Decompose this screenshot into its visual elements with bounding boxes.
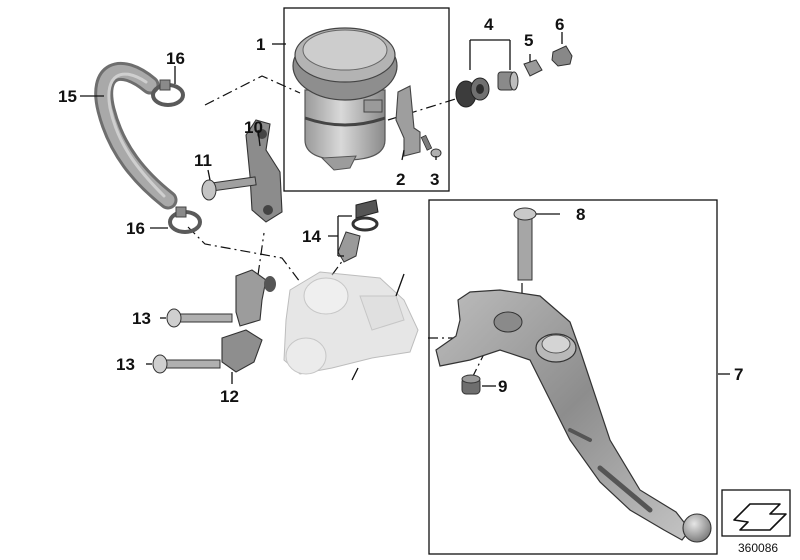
centerline-valve-14	[331, 255, 347, 276]
nut-part	[523, 59, 543, 77]
callout-2: 2	[396, 170, 405, 189]
handlebar-clamp-part	[221, 269, 276, 373]
callout-9: 9	[498, 377, 507, 396]
callout-11: 11	[194, 151, 212, 170]
callout-15: 15	[58, 87, 77, 106]
centerline-reservoir-to-grommet	[387, 96, 463, 121]
end-cap-part	[551, 45, 573, 67]
master-cylinder-body	[283, 271, 419, 375]
hose-part	[94, 61, 178, 210]
callout-5: 5	[524, 31, 533, 50]
callout-16-lower: 16	[126, 219, 145, 238]
callout-3: 3	[430, 170, 439, 189]
callout-16-upper: 16	[166, 49, 185, 68]
centerline-clamp-bracket	[257, 232, 265, 276]
clamp-bolt-lower	[152, 354, 221, 374]
lever-group-box	[428, 199, 718, 555]
body-leader-bottom	[351, 367, 359, 381]
leader-lines	[80, 32, 730, 387]
reservoir-group-box	[283, 7, 450, 192]
callout-13-lower: 13	[116, 355, 135, 374]
callout-1: 1	[256, 35, 265, 54]
plate-bolt-part	[201, 176, 257, 201]
spacer-part	[497, 71, 519, 91]
callout-13-upper: 13	[132, 309, 151, 328]
bleed-valve-part	[337, 199, 379, 263]
callout-8: 8	[576, 205, 585, 224]
pivot-nut-part	[461, 374, 481, 395]
pivot-bolt-part	[513, 207, 537, 281]
clamp-bolt-upper	[166, 308, 233, 328]
callout-6: 6	[555, 15, 564, 34]
callout-10: 10	[244, 118, 263, 137]
body-leader-top	[395, 273, 405, 297]
callout-14: 14	[302, 227, 321, 246]
grommet-part	[455, 77, 490, 108]
reference-number: 360086	[738, 541, 778, 555]
callout-7: 7	[734, 365, 743, 384]
centerline-hose-to-reservoir	[204, 75, 301, 106]
lever-part	[435, 289, 712, 543]
hose-clamp-upper	[151, 79, 185, 107]
centerline-hose-to-pump	[187, 226, 301, 283]
reservoir-part	[292, 27, 398, 171]
bracket-screw-part	[420, 134, 442, 158]
mounting-plate-part	[245, 119, 283, 223]
reservoir-bracket-part	[395, 85, 421, 157]
lever-ball-end	[682, 513, 712, 543]
callout-12: 12	[220, 387, 239, 406]
callout-4: 4	[484, 15, 494, 34]
hose-clamp-lower	[168, 206, 202, 234]
forward-arrow-icon[interactable]	[721, 489, 791, 537]
